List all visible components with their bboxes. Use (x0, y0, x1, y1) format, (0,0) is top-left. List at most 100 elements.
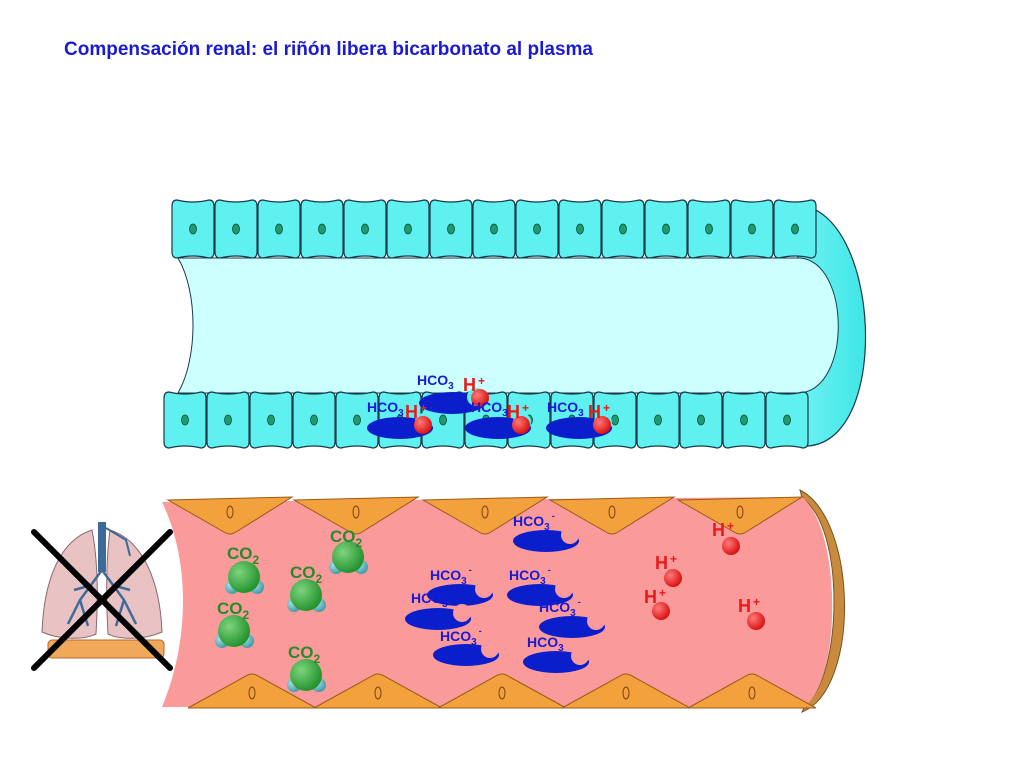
endothelial-cell (421, 496, 549, 535)
endothelial-cell (561, 673, 691, 709)
cell-nucleus (374, 686, 382, 700)
h-ion-label: H+ (463, 374, 485, 395)
bicarbonate-ion (427, 580, 493, 606)
h-ion-label: H+ (712, 519, 734, 540)
hco3-label: HCO3 (527, 634, 564, 654)
hydrogen-ion (471, 389, 489, 407)
cell-nucleus (783, 414, 791, 426)
cell-nucleus (318, 223, 326, 235)
cell-nucleus (232, 223, 240, 235)
cell-nucleus (611, 414, 619, 426)
cell-nucleus (736, 505, 744, 519)
bicarbonate-ion (405, 604, 471, 630)
epithelial-cell (765, 391, 809, 449)
cell-nucleus (490, 223, 498, 235)
co2-molecule (329, 541, 368, 574)
epithelial-cell (171, 199, 215, 259)
endothelium-bottom (187, 673, 817, 709)
hydrogen-ion (722, 537, 740, 555)
hco3-label: HCO3- (539, 597, 581, 619)
cell-nucleus (224, 414, 232, 426)
co2-label: CO2 (330, 527, 363, 550)
endothelial-cell (676, 496, 804, 535)
h-ion-label: H+ (588, 401, 610, 422)
h-ion-label: H+ (405, 401, 427, 422)
hydrogen-ions (414, 389, 765, 630)
cell-nucleus (447, 223, 455, 235)
epithelial-cell (730, 199, 774, 259)
hydrogen-ion (414, 416, 432, 434)
hco3-label: HCO3 (471, 399, 508, 419)
epithelial-cell (206, 391, 250, 449)
bicarbonate-ion (539, 612, 605, 638)
slide-title: Compensación renal: el riñón libera bica… (64, 39, 593, 60)
epithelial-cell (687, 199, 731, 259)
cell-nucleus (248, 686, 256, 700)
endothelial-cell (437, 673, 567, 709)
bicarbonate-ion (507, 580, 573, 606)
cell-nucleus (181, 414, 189, 426)
h-ion-label: H+ (655, 552, 677, 573)
tubule-top-epithelium (171, 199, 817, 259)
hydrogen-ion (593, 416, 611, 434)
hco3-label: HCO3- (430, 565, 472, 587)
endothelial-cell (687, 673, 817, 709)
cell-nucleus (619, 223, 627, 235)
h-ion-label: H+ (738, 595, 760, 616)
co2-label: CO2 (290, 563, 323, 586)
hco3-label: HCO3- (509, 565, 551, 587)
cell-nucleus (533, 223, 541, 235)
cell-nucleus (226, 505, 234, 519)
epithelial-cell (292, 391, 336, 449)
epithelial-cell (429, 199, 473, 259)
co2-molecule (225, 561, 264, 594)
hco3-label: HCO3 (417, 372, 454, 392)
epithelial-cell (601, 199, 645, 259)
epithelial-cell (386, 199, 430, 259)
vessel-end-rim (799, 489, 845, 713)
bicarbonate-ion (523, 647, 589, 673)
co2-molecule (215, 615, 254, 648)
hco3-label: HCO3 (547, 399, 584, 419)
cell-nucleus (353, 414, 361, 426)
endothelial-cell (292, 496, 420, 535)
cell-nucleus (439, 414, 447, 426)
endothelial-cell (313, 673, 443, 709)
hco3-label: HCO3 (367, 399, 404, 419)
cell-nucleus (576, 223, 584, 235)
cross-mark-icon (31, 529, 173, 671)
epithelial-cell (257, 199, 301, 259)
cell-nucleus (361, 223, 369, 235)
epithelial-cell (679, 391, 723, 449)
hydrogen-ion (652, 602, 670, 620)
co2-molecule (287, 579, 326, 612)
cell-nucleus (748, 223, 756, 235)
epithelial-cell (515, 199, 559, 259)
epithelial-cell (214, 199, 258, 259)
cell-nucleus (189, 223, 197, 235)
cell-nucleus (310, 414, 318, 426)
endothelial-cell (166, 496, 294, 535)
epithelial-cell (472, 199, 516, 259)
cell-nucleus (498, 686, 506, 700)
cell-nucleus (275, 223, 283, 235)
epithelial-cell (335, 391, 379, 449)
cell-nucleus (654, 414, 662, 426)
co2-label: CO2 (217, 599, 250, 622)
bicarbonate-ion (433, 640, 499, 666)
co2-molecule (287, 659, 326, 692)
epithelial-cell (644, 199, 688, 259)
co2-label: CO2 (227, 544, 260, 567)
hco3-label: HCO3- (440, 626, 482, 648)
blood-vessel (162, 489, 845, 713)
cell-nucleus (697, 414, 705, 426)
cell-nucleus (705, 223, 713, 235)
hydrogen-ion (747, 612, 765, 630)
epithelial-cell (249, 391, 293, 449)
vessel-plasma (162, 497, 833, 707)
cell-nucleus (481, 505, 489, 519)
h-ion-label: H+ (507, 401, 529, 422)
